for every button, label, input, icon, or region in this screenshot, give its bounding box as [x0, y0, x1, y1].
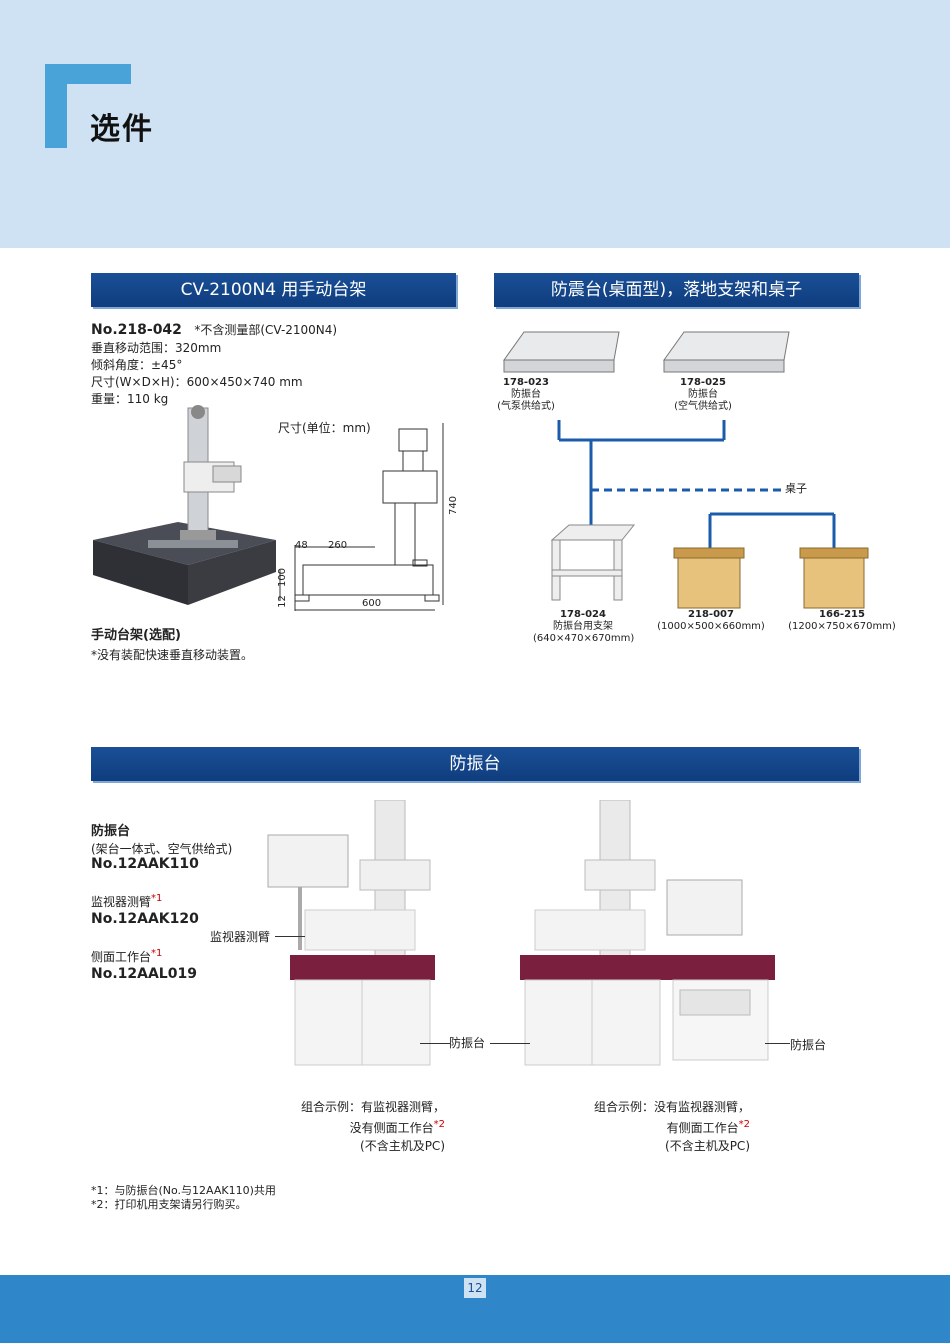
callout-table1: 防振台 — [449, 1036, 486, 1050]
vib-no3: No.12AAL019 — [91, 966, 197, 982]
item-166-215: 166-215 (1200×750×670mm) — [788, 609, 896, 632]
stand-model: No.218-042 — [91, 322, 182, 338]
header-band — [0, 0, 950, 248]
spec-item: 倾斜角度：±45° — [91, 358, 183, 372]
example2: 组合示例：没有监视器测臂， 有侧面工作台*2 (不含主机及PC) — [593, 1100, 750, 1153]
footnotes: *1：与防振台(No.与12AAK110)共用 *2：打印机用支架请另行购买。 — [91, 1184, 276, 1212]
vib-sub: (架台一体式、空气供给式) — [91, 842, 233, 856]
dim-48: 48 — [295, 540, 308, 551]
dim-260: 260 — [328, 540, 348, 551]
dim-600: 600 — [362, 598, 382, 609]
example1: 组合示例：有监视器测臂， 没有侧面工作台*2 (不含主机及PC) — [300, 1100, 445, 1153]
stand-photo — [93, 405, 276, 605]
footnote-1: *1：与防振台(No.与12AAK110)共用 — [91, 1184, 276, 1197]
vib-arm-line: 监视器测臂*1 — [91, 893, 163, 909]
spec-item: 垂直移动范围：320mm — [91, 341, 222, 355]
section-tables-title: 防震台(桌面型)，落地支架和桌子 — [494, 273, 859, 307]
item-178-023: 178-023 防振台 (气泵供给式) — [497, 377, 555, 412]
vib-title: 防振台 — [91, 824, 131, 839]
page-number: 12 — [464, 1278, 486, 1298]
footnote-2: *2：打印机用支架请另行购买。 — [91, 1198, 247, 1211]
machine-with-arm — [267, 800, 435, 1066]
page-title: 选件 — [90, 112, 154, 147]
dim-740: 740 — [448, 495, 460, 516]
vib-no1: No.12AAK110 — [91, 856, 199, 872]
stand-caption-note: *没有装配快速垂直移动装置。 — [91, 648, 254, 662]
dim-12: 12 — [276, 595, 288, 608]
callout-table1-line — [420, 1043, 450, 1044]
item-178-025: 178-025 防振台 (空气供给式) — [674, 377, 732, 412]
stand-model-line: No.218-042 *不含测量部(CV-2100N4) — [91, 321, 337, 338]
corner-decoration-top — [45, 64, 131, 84]
callout-table2-line — [765, 1043, 790, 1044]
spec-item: 重量：110 kg — [91, 392, 169, 406]
callout-table2: 防振台 — [790, 1038, 827, 1052]
vib-side-line: 侧面工作台*1 — [91, 948, 163, 964]
dim-100: 100 — [277, 567, 289, 588]
desk-label: 桌子 — [785, 482, 807, 495]
tables-diagram — [503, 331, 869, 609]
machine-with-side-table — [520, 800, 775, 1066]
callout-arm: 监视器测臂 — [210, 930, 271, 944]
callout-arm-line — [275, 936, 305, 937]
corner-decoration — [45, 64, 67, 148]
stand-note: *不含测量部(CV-2100N4) — [194, 323, 338, 337]
callout-table1-line-right — [490, 1043, 530, 1044]
dimension-drawing — [279, 423, 444, 611]
spec-item: 尺寸(W×D×H)：600×450×740 mm — [91, 375, 303, 389]
vib-no2: No.12AAK120 — [91, 911, 199, 927]
item-218-007: 218-007 (1000×500×660mm) — [657, 609, 765, 632]
stand-caption: 手动台架(选配) — [91, 628, 181, 643]
dim-title: 尺寸(单位：mm) — [278, 421, 371, 435]
stand-specs: 垂直移动范围：320mm 倾斜角度：±45° 尺寸(W×D×H)：600×450… — [91, 340, 303, 408]
section-stand-title: CV-2100N4 用手动台架 — [91, 273, 456, 307]
section-vibration-title: 防振台 — [91, 747, 859, 781]
item-178-024: 178-024 防振台用支架 (640×470×670mm) — [533, 609, 635, 644]
